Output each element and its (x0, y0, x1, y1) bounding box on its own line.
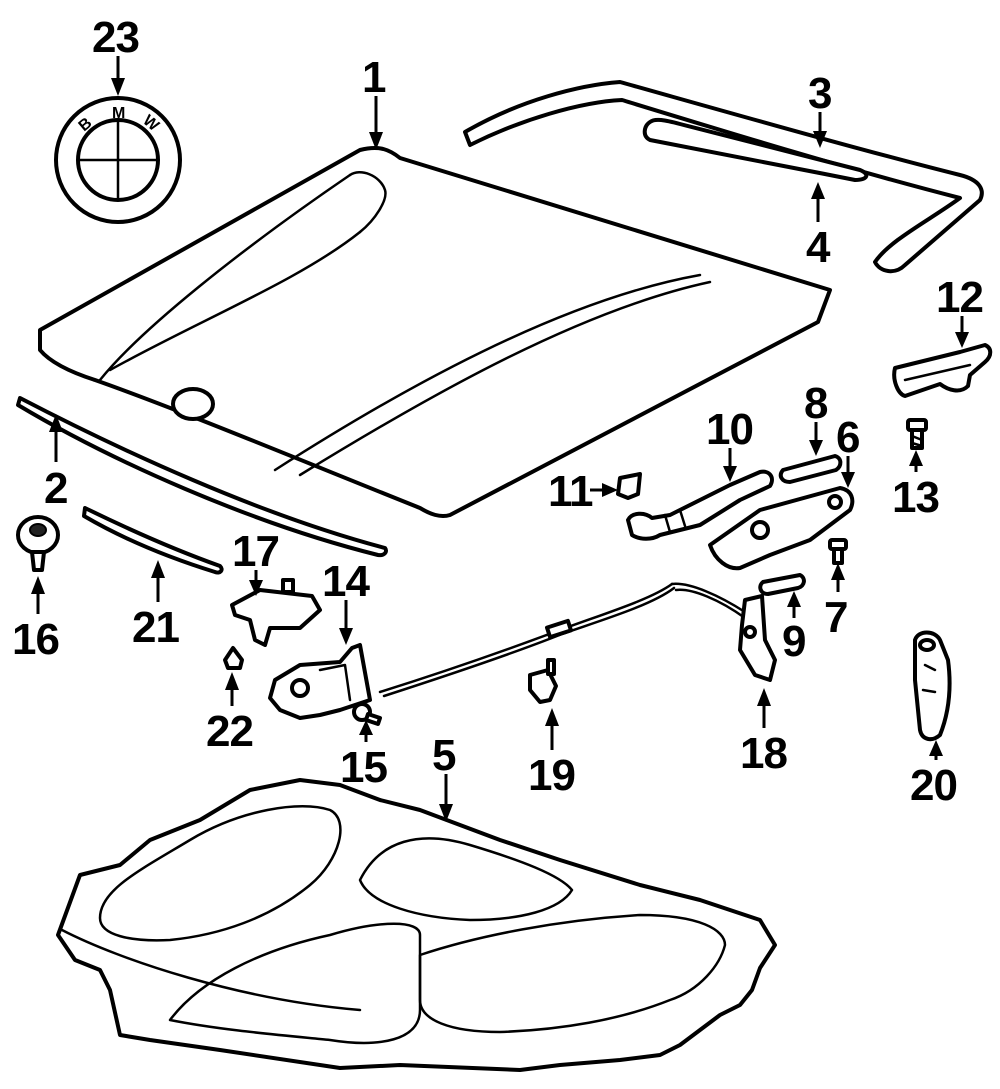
screw-15 (352, 702, 382, 726)
callout-13: 13 (892, 473, 939, 522)
emblem-letter-m: M (112, 105, 125, 122)
hood-insulation (56, 778, 777, 1072)
callout-7: 7 (824, 593, 847, 642)
callout-10: 10 (706, 405, 753, 454)
callout-1: 1 (362, 53, 386, 102)
release-lever (738, 594, 777, 682)
hinge-arm (708, 486, 855, 571)
callout-16: 16 (12, 615, 59, 664)
hood-seal-outer (463, 80, 984, 274)
callout-2: 2 (44, 464, 67, 513)
callout-9: 9 (782, 617, 805, 666)
callout-15: 15 (340, 743, 387, 792)
release-cable (378, 582, 747, 698)
callout-22: 22 (206, 707, 253, 756)
callout-19: 19 (528, 751, 575, 800)
hood-emblem-recess (171, 387, 215, 421)
callout-14: 14 (322, 557, 370, 606)
callout-12: 12 (936, 273, 983, 322)
callout-18: 18 (740, 729, 787, 778)
hood-panel (38, 146, 832, 519)
bolt-7 (828, 538, 848, 565)
callout-5: 5 (432, 731, 456, 780)
latch-bracket (230, 578, 322, 647)
release-handle (913, 630, 952, 742)
callout-23: 23 (92, 13, 139, 62)
hinge-bracket (892, 343, 993, 398)
callout-8: 8 (804, 379, 828, 428)
clip-11 (616, 472, 642, 500)
callout-4: 4 (806, 223, 831, 272)
callout-11: 11 (548, 467, 593, 516)
callout-6: 6 (836, 413, 859, 462)
pad-8 (778, 454, 843, 484)
callout-3: 3 (808, 69, 831, 118)
bmw-emblem: B M W (54, 96, 182, 224)
hood-front-strip (16, 396, 388, 558)
callout-17: 17 (232, 527, 279, 576)
plate-9 (758, 573, 806, 596)
cable-clip-19 (528, 658, 558, 704)
callout-21: 21 (132, 603, 179, 652)
hood-buffer (16, 515, 60, 572)
buffer-22 (223, 646, 244, 670)
callout-20: 20 (910, 761, 957, 810)
callouts: 1 2 3 4 5 6 7 8 9 10 (12, 13, 984, 822)
gas-strut (626, 469, 774, 541)
lower-trim-strip (82, 506, 224, 575)
hood-seal-inner (642, 117, 869, 182)
bolt-13 (906, 418, 928, 450)
